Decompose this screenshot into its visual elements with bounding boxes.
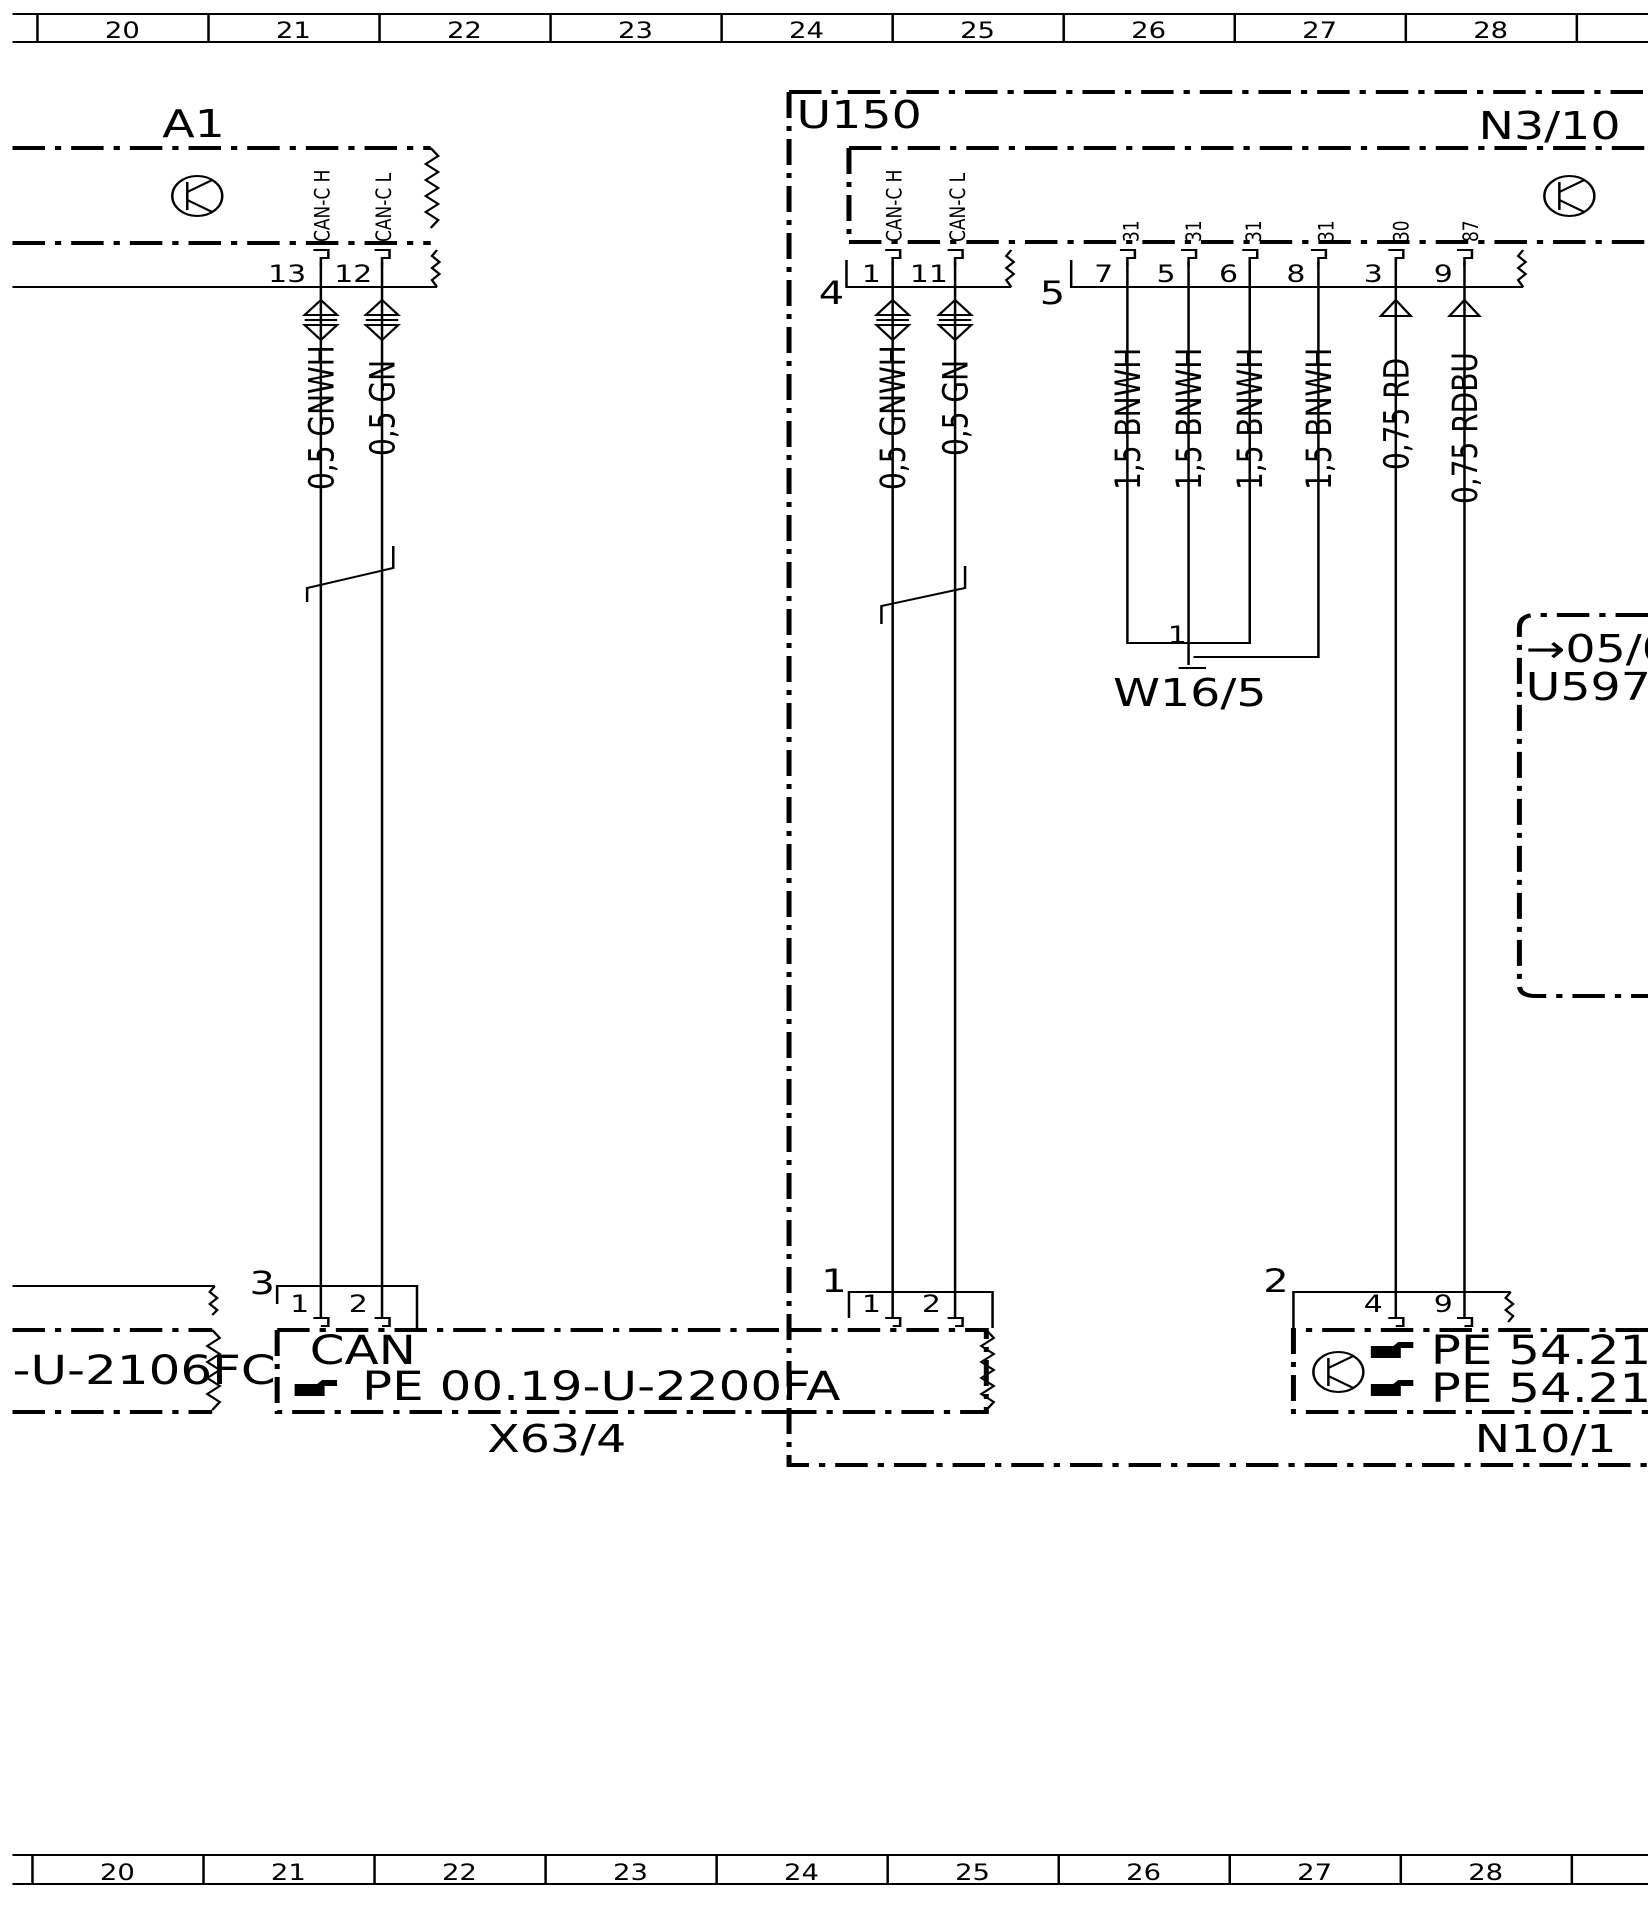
wire-label-bnwh-1: 1,5 BNWH: [1109, 348, 1149, 490]
control-unit-icon: [171, 175, 224, 217]
top-grid-ruler: 20 21 22 23 24 25 26 27 28: [12, 13, 1648, 44]
n3-connector-4: 4: [819, 274, 844, 312]
a1-label: A1: [162, 103, 225, 147]
x63-pe-ref: PE 00.19-U-2200FA: [362, 1363, 840, 1410]
top-grid-label-25: 25: [960, 18, 995, 44]
u150-lower-pin-2: 2: [922, 1291, 941, 1318]
wire-label-a1-gnwh: 0,5 GNWH: [302, 345, 342, 490]
bottom-grid-label-22: 22: [442, 1860, 477, 1886]
top-grid-label-24: 24: [789, 18, 824, 44]
top-grid-label-22: 22: [447, 18, 482, 44]
n3-signal-31-a: 31: [1119, 220, 1144, 242]
left-stub-connector: -U-2106FC: [12, 1285, 276, 1414]
bottom-grid-label-21: 21: [271, 1860, 306, 1886]
n3-connector-5: 5: [1040, 274, 1065, 312]
hand-pointer-icon: [1370, 1342, 1414, 1396]
wire-label-u150-gn: 0,5 GN: [937, 360, 977, 456]
n3-signal-31-c: 31: [1241, 220, 1266, 242]
w16-5-label: W16/5: [1113, 672, 1266, 716]
a1-signal-can-h: CAN-C H: [310, 170, 335, 242]
x63-connector-3: 3: [249, 1264, 274, 1302]
x63-pin-1: 1: [290, 1291, 309, 1318]
wire-label-bnwh-2: 1,5 BNWH: [1170, 348, 1210, 490]
component-n3-10: N3/10 4 1 11 CAN-C H CAN-C L 5 7 5 6 8 3…: [819, 105, 1648, 312]
top-grid-label-23: 23: [618, 18, 653, 44]
wire-label-rd: 0,75 RD: [1377, 358, 1417, 470]
bottom-grid-ruler: 20 21 22 23 24 25 26 27 28: [12, 1854, 1648, 1886]
u150-lower-connector-1: 1: [821, 1262, 846, 1300]
component-n10-1: 2 4 9 PE 54.21-U PE 54.21-U N10/1: [1263, 1262, 1648, 1462]
u597-label: U597: [1526, 666, 1648, 710]
w16-5-pin: 1: [1168, 622, 1187, 649]
u150-label: U150: [797, 94, 922, 138]
bottom-grid-label-25: 25: [955, 1860, 990, 1886]
top-grid-label-26: 26: [1131, 18, 1166, 44]
wire-label-rdbu: 0,75 RDBU: [1446, 352, 1486, 504]
n3-signal-can-h: CAN-C H: [882, 170, 907, 242]
n10-pe-ref-2: PE 54.21-U: [1431, 1365, 1648, 1412]
n3-pin-1: 1: [862, 261, 881, 288]
top-grid-label-21: 21: [276, 18, 311, 44]
n3-pin-8: 8: [1286, 261, 1305, 288]
n3-signal-31-d: 31: [1314, 220, 1339, 242]
n3-signal-31-b: 31: [1181, 220, 1206, 242]
a1-signal-can-l: CAN-C L: [371, 173, 396, 242]
bottom-grid-label-26: 26: [1126, 1860, 1161, 1886]
bottom-grid-label-23: 23: [613, 1860, 648, 1886]
a1-pin-13: 13: [268, 261, 306, 288]
u150-lower-connector: 1 1 2: [789, 1262, 996, 1414]
n10-connector-2: 2: [1263, 1262, 1288, 1300]
a1-pin-12: 12: [334, 261, 372, 288]
n3-pin-11: 11: [910, 261, 948, 288]
wire-label-u150-gnwh: 0,5 GNWH: [874, 345, 914, 490]
top-grid-label-27: 27: [1302, 18, 1337, 44]
n3-10-control-unit-icon: [1543, 175, 1596, 217]
n10-control-unit-icon: [1312, 1351, 1365, 1393]
n3-pin-6: 6: [1219, 261, 1238, 288]
n3-10-label: N3/10: [1479, 105, 1621, 149]
n3-signal-can-l: CAN-C L: [945, 173, 970, 242]
n10-1-label: N10/1: [1475, 1418, 1617, 1462]
bottom-grid-label-20: 20: [100, 1860, 135, 1886]
n10-pe-ref-1: PE 54.21-U: [1431, 1327, 1648, 1374]
can-coupling-symbols: [301, 298, 1482, 342]
wires: 0,5 GNWH 0,5 GN 0,5 GNWH 0,5 GN 1,5 BNWH…: [301, 262, 1486, 1318]
n10-pin-4: 4: [1364, 1291, 1383, 1318]
top-grid-label-28: 28: [1473, 18, 1508, 44]
hand-pointer-icon: [294, 1380, 338, 1396]
n3-signal-87: 87: [1458, 220, 1483, 242]
bottom-grid-label-27: 27: [1297, 1860, 1332, 1886]
n3-signal-30: 30: [1388, 220, 1413, 242]
ground-point-w16-5: 1 W16/5: [1113, 622, 1266, 716]
component-u597: →05/0 U597: [1516, 613, 1648, 998]
x63-4-label: X63/4: [487, 1418, 626, 1462]
left-stub-text: -U-2106FC: [12, 1347, 275, 1394]
n3-pin-9: 9: [1434, 261, 1453, 288]
u150-lower-pin-1: 1: [862, 1291, 881, 1318]
x63-can-text: CAN: [310, 1327, 416, 1374]
x63-pin-2: 2: [349, 1291, 368, 1318]
n3-pin-3: 3: [1364, 261, 1383, 288]
wire-label-bnwh-3: 1,5 BNWH: [1231, 348, 1271, 490]
n10-pin-9: 9: [1434, 1291, 1453, 1318]
wire-label-a1-gn: 0,5 GN: [364, 360, 404, 456]
bottom-grid-label-24: 24: [784, 1860, 819, 1886]
u597-ref: →05/0: [1526, 628, 1648, 672]
bottom-grid-label-28: 28: [1468, 1860, 1503, 1886]
component-a1: A1 13 12 CAN-C H CAN-C L: [12, 103, 442, 288]
top-grid-label-20: 20: [105, 18, 140, 44]
u150-boundary: U150: [786, 90, 1648, 1467]
wire-label-bnwh-4: 1,5 BNWH: [1300, 348, 1340, 490]
pin-clamps: [885, 249, 1474, 266]
component-x63-4: 3 1 2 CAN PE 00.19-U-2200FA X63/4: [249, 1264, 840, 1462]
n3-pin-7: 7: [1094, 261, 1113, 288]
n3-pin-5: 5: [1157, 261, 1176, 288]
